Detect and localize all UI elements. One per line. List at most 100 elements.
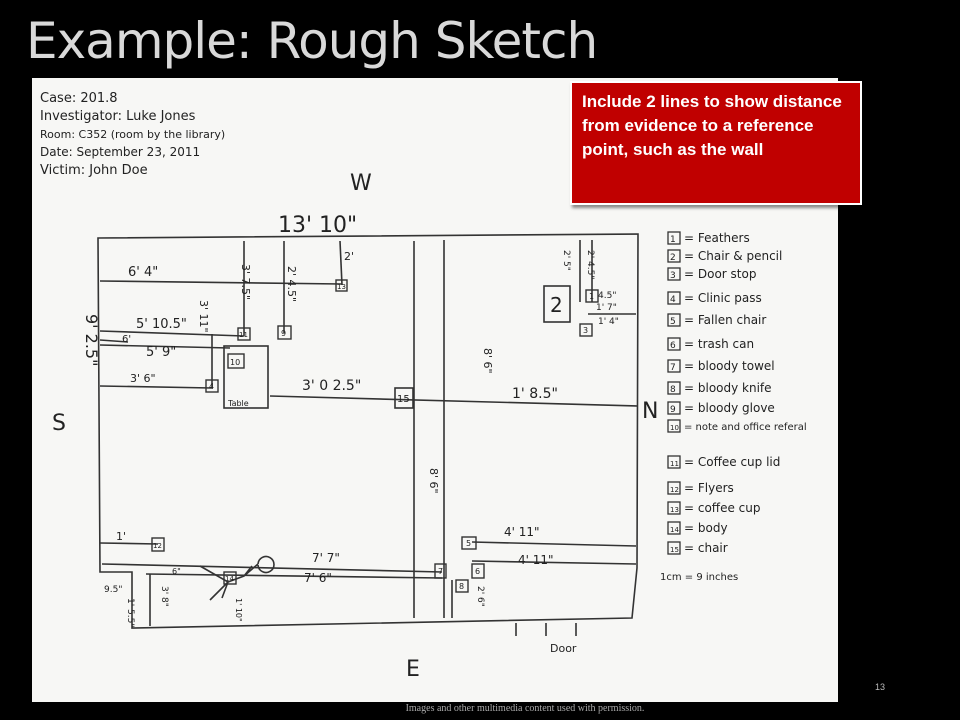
legend-item: 8= bloody knife [667,381,772,395]
dimension-label: 7' 7" [312,551,340,565]
legend-label: = Chair & pencil [684,249,782,263]
svg-text:14: 14 [225,575,234,583]
evidence-marker: 4 [205,379,219,393]
svg-text:13: 13 [337,283,346,291]
evidence-markers: 1 2 3 4 5 6 7 8 9 10 11 12 13 14 15 [151,279,599,593]
legend-item: 12= Flyers [667,481,734,495]
legend-marker-box [667,313,681,327]
case-info-line: Investigator: Luke Jones [40,109,196,124]
legend-number: 3 [670,271,676,281]
dimension-label: 2' 6" [475,586,485,607]
legend-marker-box [667,267,681,281]
dimension-label: 2' [344,250,354,263]
legend-marker-box [667,455,681,469]
evidence-marker: 8 [455,579,469,593]
legend-number: 8 [670,385,676,395]
dimension-top-width: 13' 10" [278,213,357,238]
dimension-label: 1' 5.5" [125,598,135,628]
dimension-label: 8' 6" [481,348,494,374]
legend-number: 13 [670,506,679,514]
legend-number: 1 [670,235,676,245]
evidence-marker: 6 [471,563,485,579]
legend-marker-box [667,521,681,535]
legend-item: 7= bloody towel [667,359,775,373]
case-info-line: Room: C352 (room by the library) [40,128,225,141]
legend-marker-box [667,481,681,495]
case-info-line: Case: 201.8 [40,91,118,106]
svg-text:1: 1 [589,292,594,301]
legend-label: = Fallen chair [684,313,766,327]
legend-label: = Coffee cup lid [684,455,780,469]
dimension-label: 7' 6" [304,571,332,585]
legend-marker-box [667,501,681,515]
dimension-label: 1' 8.5" [512,386,558,402]
dimension-label: 6' 4" [128,265,158,280]
evidence-marker: 5 [461,536,477,550]
legend-item: 3= Door stop [667,267,756,281]
legend-marker-box [667,419,681,433]
dimension-label: 3' 7.5" [239,264,252,300]
legend-item: 5 = Fallen chair [667,313,766,327]
dimension-label: 3' 0 2.5" [302,378,361,394]
svg-text:11: 11 [239,331,248,339]
legend-number: 4 [670,295,676,305]
legend-label: = body [684,521,728,535]
legend-marker-box [667,541,681,555]
legend-marker-box [667,231,681,245]
legend-item: 15 = chair [667,541,728,555]
legend-label: = coffee cup [684,501,760,515]
evidence-marker: 7 [434,563,447,579]
svg-text:10: 10 [230,358,240,367]
legend-marker-box [667,381,681,395]
evidence-marker: 2 [543,285,571,323]
legend-label: = chair [684,541,728,555]
case-info: Case: 201.8 Investigator: Luke Jones Roo… [40,91,225,178]
evidence-marker: 11 [237,327,251,341]
legend-number: 5 [670,317,676,327]
svg-text:3: 3 [583,326,588,335]
legend-item: 10= note and office referal [667,419,807,433]
compass-north: N [642,399,658,424]
dimension-label: 1' 4" [598,317,619,327]
svg-text:4: 4 [209,382,214,391]
slide-title: Example: Rough Sketch [26,12,598,70]
dimension-label: 2' 5" [561,250,571,271]
legend-label: = Clinic pass [684,291,762,305]
legend-number: 12 [670,486,679,494]
dimension-label: 5' 10.5" [136,317,187,332]
slide-number: 13 [875,682,886,692]
legend-item: 2 = Chair & pencil [667,249,782,263]
dimension-labels: 13' 10" 9' 2.5" 6' 4" 3' 7.5" 2' 4.5" 2'… [82,213,619,628]
legend-number: 6 [670,341,676,351]
dimension-label: 3' 6" [130,372,156,385]
evidence-marker: 13 [335,279,348,292]
dimension-label: 1' [116,530,126,543]
dimension-label: 4' 11" [504,525,540,539]
compass-south: S [52,411,66,436]
dimension-label: 4' 11" [518,553,554,567]
svg-text:15: 15 [397,394,410,405]
svg-text:12: 12 [153,542,162,550]
legend-number: 7 [670,363,676,373]
evidence-marker: 1 [585,289,599,303]
legend-item: 9= bloody glove [667,401,775,415]
svg-text:2: 2 [550,293,563,317]
legend-number: 11 [670,460,679,468]
dimension-label: 9.5" [104,585,122,595]
room-walls [97,233,639,636]
evidence-marker: 15 [394,387,414,409]
case-info-line: Victim: John Doe [40,163,148,178]
dimension-label: 8' 6" [427,468,440,494]
dimension-left-height: 9' 2.5" [82,314,101,366]
compass-west: W [350,171,372,196]
dimension-label: 2' 4.5" [585,250,595,280]
svg-text:9: 9 [281,329,286,338]
legend-number: 2 [670,253,676,263]
door-label: Door [550,642,577,655]
legend-number: 15 [670,546,679,554]
legend-item: 14= body [667,521,728,535]
legend-label: = note and office referal [684,422,807,433]
svg-text:5: 5 [466,539,471,548]
evidence-marker: 10 [227,353,245,369]
evidence-marker: 14 [223,571,237,585]
